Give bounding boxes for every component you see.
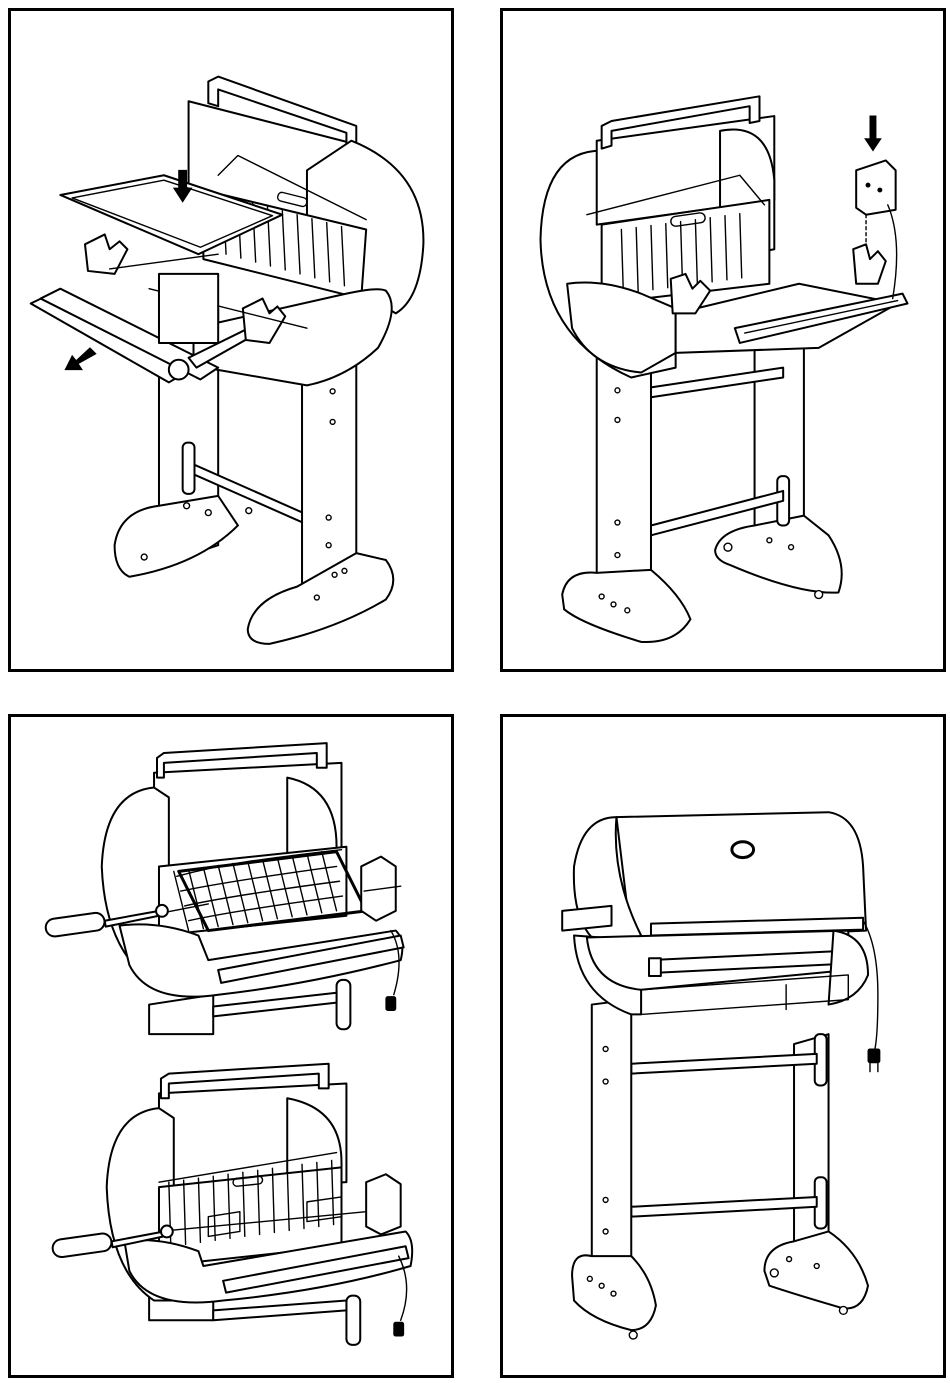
down-arrow-icon bbox=[865, 116, 881, 151]
pull-out-arrow-icon bbox=[65, 348, 96, 370]
motor-mounting-illustration bbox=[503, 11, 943, 669]
grill-with-spit-forks bbox=[51, 1064, 412, 1345]
rotisserie-basket-illustration bbox=[11, 717, 451, 1375]
assembly-step-4-panel bbox=[500, 714, 946, 1378]
grill-tray-insertion-illustration bbox=[11, 11, 451, 669]
assembly-step-2-panel bbox=[500, 8, 946, 672]
assembly-step-3-panel bbox=[8, 714, 454, 1378]
assembled-grill-illustration bbox=[503, 717, 943, 1375]
grill-with-wire-basket bbox=[45, 743, 404, 1034]
assembly-step-1-panel bbox=[8, 8, 454, 672]
